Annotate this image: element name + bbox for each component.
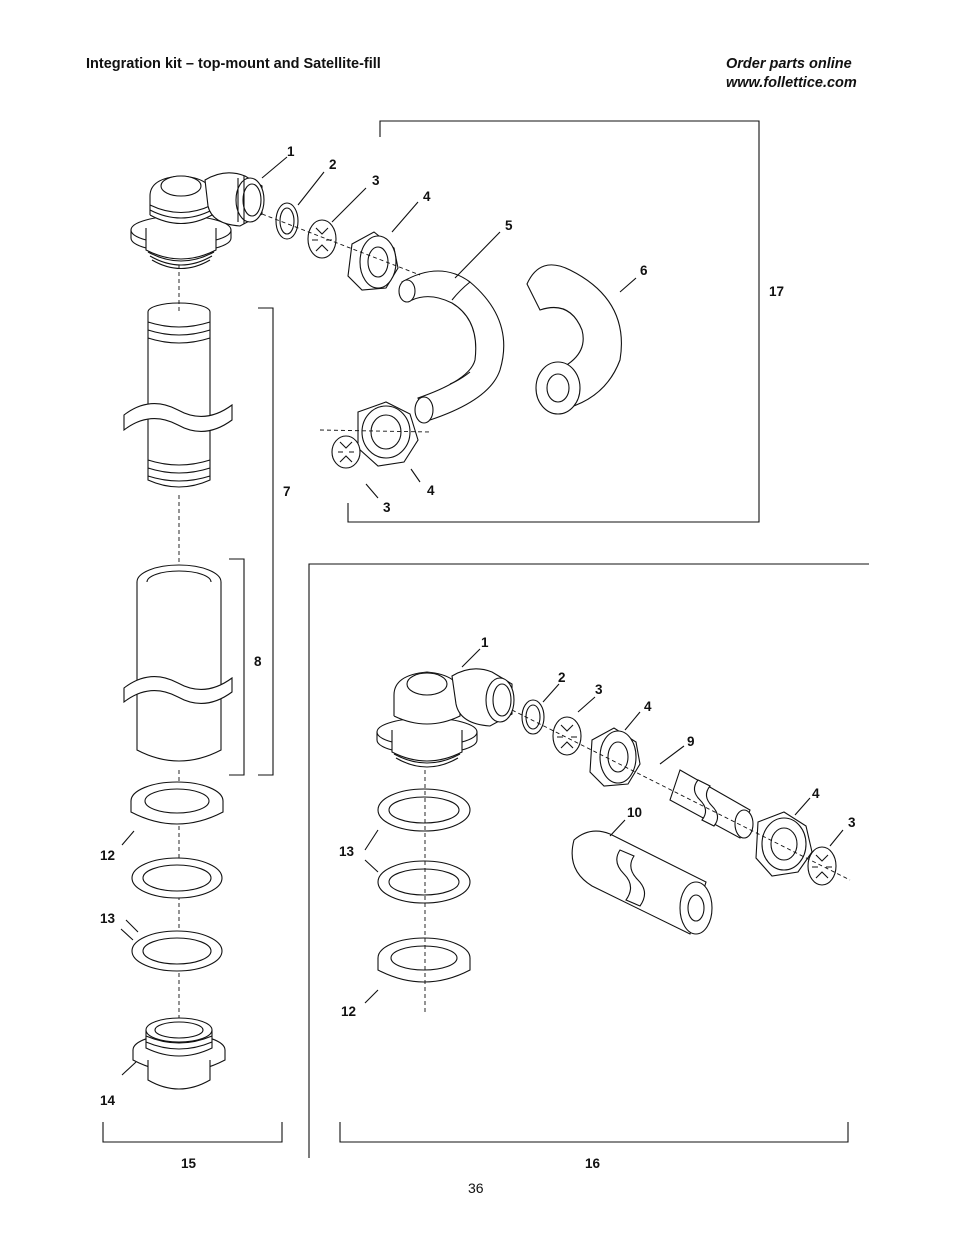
bent-hose [398, 270, 505, 424]
order-online-block: Order parts online www.follettice.com [726, 55, 857, 93]
top-coupling-nut [347, 231, 399, 291]
callout-left-ring-12: 12 [100, 848, 115, 863]
callout-kit-17: 17 [769, 284, 784, 299]
kit-17-bracket [347, 120, 760, 523]
right-sleeve-10 [571, 830, 713, 935]
pipe-7-bracket [258, 307, 274, 776]
callout-right-ring-12: 12 [341, 1004, 356, 1019]
right-tube-9 [669, 769, 754, 839]
callout-tube-8: 8 [254, 654, 262, 669]
tube-8-bracket [229, 558, 245, 776]
kit-15-bracket [102, 1122, 283, 1143]
callout-hose-sleeve: 6 [640, 263, 648, 278]
kit-16-frame [308, 563, 869, 1158]
right-star-washer [552, 716, 582, 756]
callout-top-elbow: 1 [287, 144, 295, 159]
right-elbow-fitting [376, 668, 515, 768]
page-number: 36 [468, 1180, 484, 1196]
callout-top-washer: 3 [372, 173, 380, 188]
kit-16-bracket [339, 1122, 849, 1143]
threaded-pipe [123, 302, 233, 488]
right-gasket-13b [377, 860, 471, 904]
right-star-washer-2 [807, 846, 837, 886]
callout-kit-16: 16 [585, 1156, 601, 1171]
left-threaded-fitting-14 [132, 1017, 226, 1090]
callout-top-oring: 2 [329, 157, 337, 172]
callout-bent-hose: 5 [505, 218, 513, 233]
callout-left-fitting-14: 14 [100, 1093, 116, 1108]
callout-right-tube-9: 9 [687, 734, 695, 749]
top-elbow-fitting [130, 172, 265, 269]
callout-right-nut-2: 4 [812, 786, 820, 801]
page-title: Integration kit – top-mount and Satellit… [86, 56, 381, 72]
left-gasket-12 [130, 781, 224, 825]
callout-pipe-7: 7 [283, 484, 291, 499]
hose-sleeve [526, 264, 622, 415]
callout-right-ring-13: 13 [339, 844, 355, 859]
lower-coupling-nut [357, 401, 419, 467]
leader-lines [120, 156, 844, 1076]
callout-right-washer: 3 [595, 682, 603, 697]
right-coupling-nut-2 [755, 811, 813, 877]
right-coupling-nut [589, 727, 641, 787]
lower-star-washer [331, 435, 361, 469]
left-gasket-13b [131, 930, 223, 972]
callout-right-washer-2: 3 [848, 815, 856, 830]
right-gasket-13a [377, 788, 471, 832]
callout-left-ring-13: 13 [100, 911, 116, 926]
callout-lower-washer: 3 [383, 500, 391, 515]
callout-right-sleeve-10: 10 [627, 805, 642, 820]
right-gasket-12 [377, 937, 471, 983]
order-online-label: Order parts online [726, 56, 852, 72]
outer-tube [123, 564, 233, 762]
callout-kit-15: 15 [181, 1156, 197, 1171]
callout-right-nut: 4 [644, 699, 652, 714]
callout-right-elbow: 1 [481, 635, 489, 650]
callout-top-nut: 4 [423, 189, 431, 204]
top-star-washer [307, 219, 337, 259]
callout-lower-nut: 4 [427, 483, 435, 498]
left-gasket-13a [131, 857, 223, 899]
order-online-url[interactable]: www.follettice.com [726, 75, 857, 91]
callout-right-oring: 2 [558, 670, 566, 685]
